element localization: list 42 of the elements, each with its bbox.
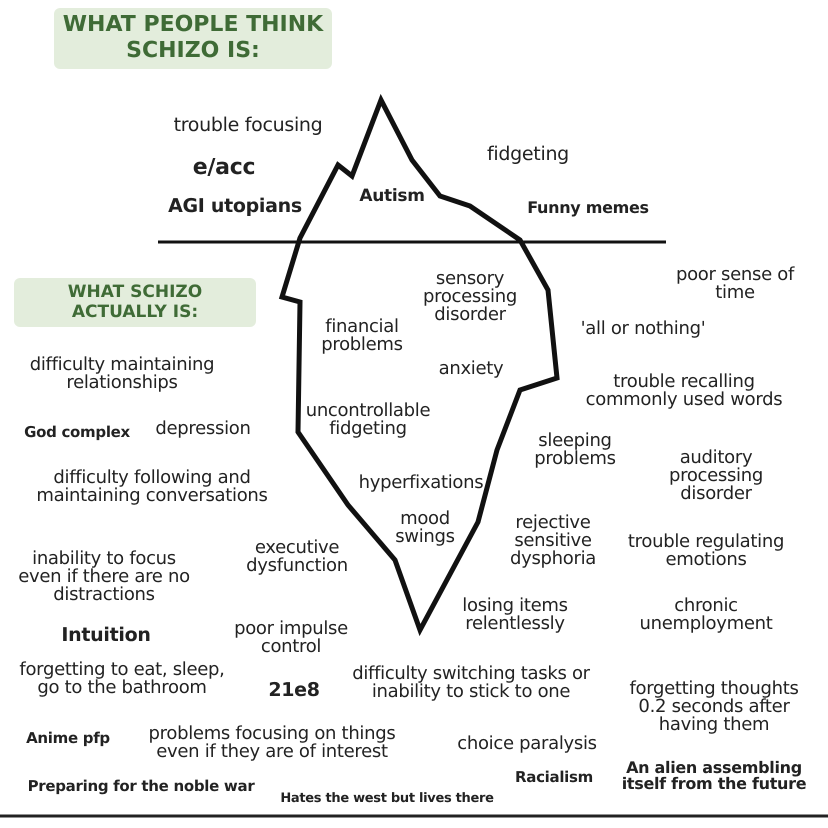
iceberg-label: inability to focus even if there are no distractions bbox=[17, 550, 191, 604]
iceberg-label: mood swings bbox=[394, 510, 456, 546]
iceberg-label: poor impulse control bbox=[233, 620, 349, 656]
bold-iceberg-label: Preparing for the noble war bbox=[26, 779, 256, 794]
iceberg-label: financial problems bbox=[320, 318, 404, 354]
iceberg-label: sleeping problems bbox=[533, 432, 617, 468]
iceberg-label: forgetting to eat, sleep, go to the bathroom bbox=[18, 661, 226, 697]
iceberg-label: depression bbox=[154, 420, 252, 438]
bold-iceberg-label: Anime pfp bbox=[25, 731, 111, 746]
section-heading: WHAT SCHIZO ACTUALLY IS: bbox=[14, 278, 256, 327]
bold-iceberg-label: 21e8 bbox=[267, 681, 321, 700]
iceberg-label: hyperfixations bbox=[358, 474, 484, 492]
bold-iceberg-label: e/acc bbox=[192, 157, 256, 179]
iceberg-label: rejective sensitive dysphoria bbox=[508, 514, 598, 568]
iceberg-label: trouble focusing bbox=[172, 116, 324, 135]
bold-iceberg-label: Intuition bbox=[60, 626, 152, 645]
iceberg-label: uncontrollable fidgeting bbox=[304, 402, 432, 438]
iceberg-label: executive dysfunction bbox=[245, 539, 349, 575]
iceberg-label: fidgeting bbox=[486, 145, 570, 164]
iceberg-label: trouble recalling commonly used words bbox=[584, 373, 784, 409]
iceberg-label: difficulty following and maintaining conversations bbox=[35, 469, 269, 505]
bold-iceberg-label: Funny memes bbox=[526, 200, 650, 216]
bold-iceberg-label: An alien assembling itself from the future bbox=[620, 760, 808, 792]
iceberg-label: difficulty switching tasks or inability to stick to one bbox=[351, 665, 591, 701]
iceberg-label: losing items relentlessly bbox=[461, 597, 569, 633]
iceberg-label: difficulty maintaining relationships bbox=[28, 356, 216, 392]
iceberg-label: poor sense of time bbox=[675, 266, 795, 302]
bold-iceberg-label: AGI utopians bbox=[167, 197, 303, 216]
bold-iceberg-label: Racialism bbox=[514, 770, 594, 785]
iceberg-label: sensory processing disorder bbox=[422, 270, 518, 324]
bold-iceberg-label: God complex bbox=[23, 425, 131, 440]
iceberg-label: trouble regulating emotions bbox=[626, 533, 786, 569]
iceberg-label: auditory processing disorder bbox=[668, 449, 764, 503]
bold-iceberg-label: Autism bbox=[358, 188, 426, 205]
iceberg-label: problems focusing on things even if they are of interest bbox=[148, 725, 396, 761]
iceberg-label: anxiety bbox=[438, 360, 504, 378]
iceberg-label: forgetting thoughts 0.2 seconds after having them bbox=[628, 680, 800, 734]
section-heading: WHAT PEOPLE THINK SCHIZO IS: bbox=[54, 8, 332, 69]
iceberg-label: 'all or nothing' bbox=[580, 320, 706, 338]
bold-iceberg-label: Hates the west but lives there bbox=[279, 792, 495, 805]
iceberg-label: chronic unemployment bbox=[638, 597, 774, 633]
iceberg-label: choice paralysis bbox=[456, 735, 598, 753]
